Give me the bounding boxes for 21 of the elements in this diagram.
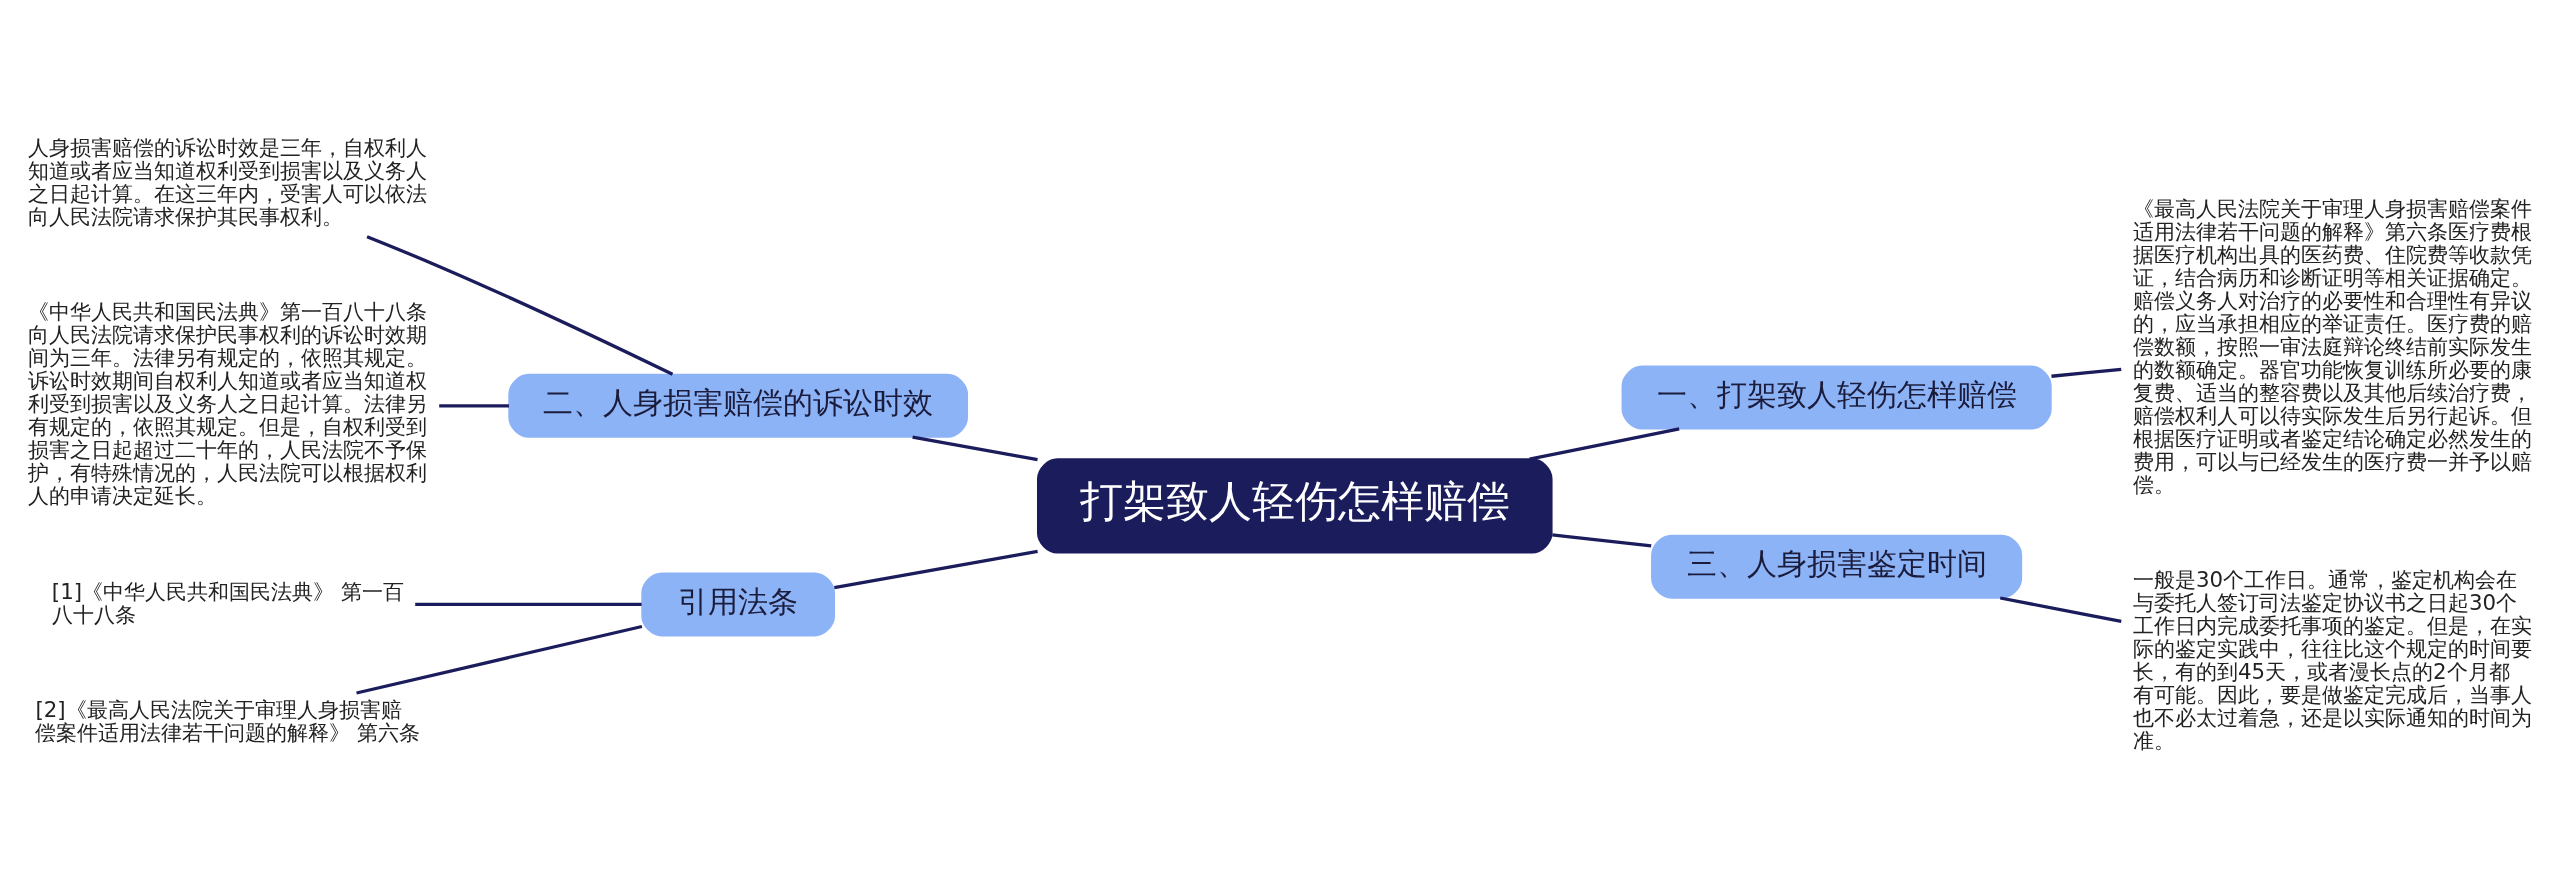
connector xyxy=(1529,427,1680,461)
node-text: 人身损害赔偿的诉讼时效是三年，自权利人知道或者应当知道权利受到损害以及义务人之日起计算。在这三年内，受害人可以依法向人民法院请求保护其民事权利。 xyxy=(28,135,428,230)
node-text: [2]《最高人民法院关于审理人身损害赔偿案件适用法律若干问题的解释》 第六条 xyxy=(35,696,421,745)
connector xyxy=(912,435,1038,462)
node-text: [1]《中华人民共和国民法典》 第一百八十八条 xyxy=(51,578,404,627)
node-box: 打架致人轻伤怎样赔偿 xyxy=(1037,458,1553,554)
connector xyxy=(1999,596,2122,623)
connector xyxy=(834,549,1038,590)
connector xyxy=(439,404,509,408)
connector xyxy=(2051,367,2122,378)
node-box: 三、人身损害鉴定时间 xyxy=(1651,534,2023,599)
connector xyxy=(356,624,643,695)
node-text: 《中华人民共和国民法典》第一百八十八条向人民法院请求保护民事权利的诉讼时效期间为三年。法律另有规定的，依照其规定。诉讼时效期间自权利人知道或者应当知道权利受到损害以及义务人之日起计算。法律另有规定的，依照其规定。但是，自权利受到损害之日起超过二十年的，人民法院不予保护，有特殊情况的，人民法院可以根据权利人的申请决定延长。 xyxy=(28,299,428,509)
connector xyxy=(1552,533,1652,548)
node-box: 一、打架致人轻伤怎样赔偿 xyxy=(1621,365,2052,430)
node-box: 二、人身损害赔偿的诉讼时效 xyxy=(508,373,969,438)
connector xyxy=(415,602,642,607)
node-text: 一般是30个工作日。通常，鉴定机构会在与委托人签订司法鉴定协议书之日起30个工作日内完成委托事项的鉴定。但是，在实际的鉴定实践中，往往比这个规定的时间要长，有的到45天，或者漫长点的2个月都有可能。因此，要是做鉴定完成后，当事人也不必太过着急，还是以实际通知的时间为准。 xyxy=(2132,567,2532,753)
node-text: 《最高人民法院关于审理人身损害赔偿案件适用法律若干问题的解释》第六条医疗费根据医疗机构出具的医药费、住院费等收款凭证，结合病历和诊断证明等相关证据确定。赔偿义务人对治疗的必要性和合理性有异议的，应当承担相应的举证责任。医疗费的赔偿数额，按照一审法庭辩论终结前实际发生的数额确定。器官功能恢复训练所必要的康复费、适当的整容费以及其他后续治疗费，赔偿权利人可以待实际发生后另行起诉。但根据医疗证明或者鉴定结论确定必然发生的费用，可以与已经发生的医疗费一并予以赔偿。 xyxy=(2132,195,2532,497)
node-box: 引用法条 xyxy=(641,572,836,637)
connector xyxy=(366,235,674,376)
